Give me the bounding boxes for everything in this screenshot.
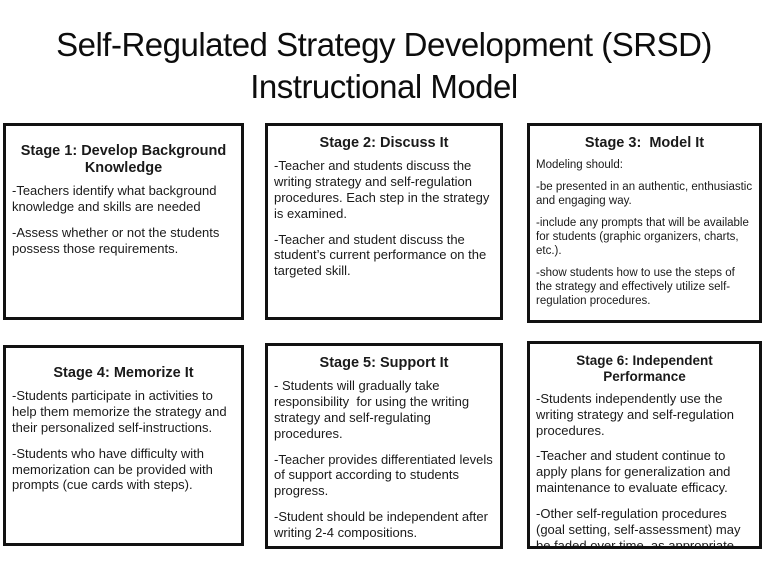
stage-3-paragraph: -show students how to use the steps of t…	[536, 267, 739, 308]
stage-4-title: Stage 4: Memorize It	[53, 365, 194, 381]
stage-6-paragraph: -Other self-regulation procedures (goal …	[536, 506, 745, 549]
stage-3-title: Stage 3: Model It	[584, 135, 705, 151]
stage-2-title: Stage 2: Discuss It	[319, 135, 449, 151]
stage-5-paragraph: -Student should be independent after wri…	[274, 509, 492, 540]
stage-3-paragraph: Modeling should:	[536, 159, 623, 172]
stage-1-paragraph: -Assess whether or not the students poss…	[12, 224, 224, 256]
stage-6-paragraph: -Students independently use the writing …	[536, 390, 738, 438]
stage-5-paragraph: - Students will gradually take responsib…	[274, 378, 473, 441]
stage-4-paragraph: -Students participate in activities to h…	[12, 388, 231, 435]
stage-box-5: Stage 5: Support It - Students will grad…	[265, 343, 503, 549]
stage-box-3: Stage 3: Model It Modeling should: -be p…	[527, 123, 762, 323]
slide-title: Self-Regulated Strategy Development (SRS…	[56, 26, 712, 106]
stage-3-paragraph: -be presented in an authentic, enthusias…	[536, 181, 756, 208]
stage-1-title: Stage 1: Develop Background Knowledge	[20, 143, 231, 177]
stage-5-paragraph: -Teacher provides differentiated levels …	[274, 451, 497, 499]
stage-6-title: Stage 6: Independent Performance	[576, 353, 717, 384]
stage-box-6: Stage 6: Independent Performance -Studen…	[527, 341, 762, 549]
stage-box-2: Stage 2: Discuss It -Teacher and student…	[265, 123, 503, 320]
stage-6-paragraph: -Teacher and student continue to apply p…	[536, 448, 735, 496]
stage-2-paragraph: -Teacher and student discuss the student…	[274, 231, 490, 279]
stage-1-paragraph: -Teachers identify what background knowl…	[12, 183, 221, 215]
stage-4-paragraph: -Students who have difficulty with memor…	[12, 445, 217, 493]
stage-box-1: Stage 1: Develop Background Knowledge -T…	[3, 123, 244, 320]
stage-box-4: Stage 4: Memorize It -Students participa…	[3, 345, 244, 546]
stage-3-paragraph: -include any prompts that will be availa…	[536, 217, 753, 258]
stage-2-paragraph: -Teacher and students discuss the writin…	[274, 158, 493, 221]
stage-5-title: Stage 5: Support It	[319, 355, 449, 371]
